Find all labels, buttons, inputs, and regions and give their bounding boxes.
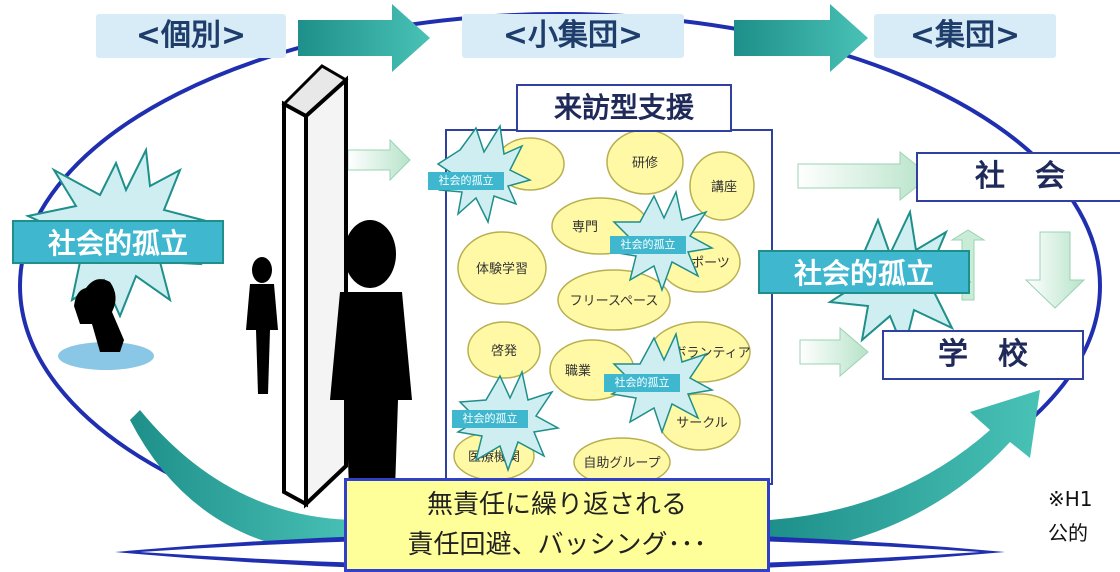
activity-label: ボランティア xyxy=(673,346,750,361)
return-arrow-left xyxy=(130,410,360,556)
entry-arrow xyxy=(347,138,411,182)
activity-label: 講座 xyxy=(711,179,737,195)
header-group: <集団> xyxy=(874,14,1056,58)
wall-front xyxy=(282,100,308,508)
isolation-tag-4: 社会的孤立 xyxy=(452,410,528,428)
header-small-group: <小集団> xyxy=(462,14,684,58)
person-sitting xyxy=(58,279,154,370)
bubble-koza xyxy=(689,151,755,221)
activity-label: 職業 xyxy=(565,363,591,379)
isolation-label-right: 社会的孤立 xyxy=(758,250,970,294)
isolation-tag-2: 社会的孤立 xyxy=(610,236,686,254)
footnote-line-1: ※H1 xyxy=(1048,487,1093,511)
person-small xyxy=(246,257,278,394)
small-head xyxy=(252,257,272,283)
irresponsibility-callout: 無責任に繰り返される 責任回避、バッシング･･･ xyxy=(344,478,770,572)
society-to-school-arrow xyxy=(1024,231,1086,309)
sitting-figure xyxy=(74,279,124,352)
bubble-taiken xyxy=(457,231,547,305)
bubble-freespace xyxy=(557,269,671,331)
isolation-label-left: 社会的孤立 xyxy=(12,220,224,264)
return-arrow-right xyxy=(770,390,1040,556)
large-head xyxy=(344,220,396,288)
society-box: 社 会 xyxy=(916,152,1120,202)
water-puddle xyxy=(58,342,154,370)
school-box: 学 校 xyxy=(882,330,1084,380)
isolation-tag-3: 社会的孤立 xyxy=(604,374,680,392)
callout-line-1: 無責任に繰り返される xyxy=(426,490,687,520)
header-individual: <個別> xyxy=(96,14,286,58)
activity-label: フリースペース xyxy=(570,294,659,309)
activity-label: 啓発 xyxy=(491,344,517,359)
bubble-keihatsu xyxy=(467,321,541,379)
activity-label: 体験学習 xyxy=(476,261,528,277)
callout-line-2: 責任回避、バッシング･･･ xyxy=(407,530,707,560)
large-body xyxy=(330,292,412,520)
isolation-tag-1: 社会的孤立 xyxy=(428,172,504,190)
footnote-line-2: 公的 xyxy=(1048,521,1088,545)
footnote: ※H1 公的 xyxy=(1048,482,1093,550)
activity-label: 専門 xyxy=(572,220,598,235)
to-school-arrow xyxy=(799,326,869,378)
flow-arrow-right-1 xyxy=(298,4,430,72)
support-box-title: 来訪型支援 xyxy=(516,84,732,132)
person-large xyxy=(330,220,412,520)
activity-label: 研修 xyxy=(632,156,658,171)
flow-arrow-right-2 xyxy=(734,4,868,72)
small-body xyxy=(246,284,278,394)
to-society-arrow xyxy=(797,150,931,202)
activity-label: サークル xyxy=(676,416,728,431)
activity-label: 自助グループ xyxy=(583,456,660,471)
